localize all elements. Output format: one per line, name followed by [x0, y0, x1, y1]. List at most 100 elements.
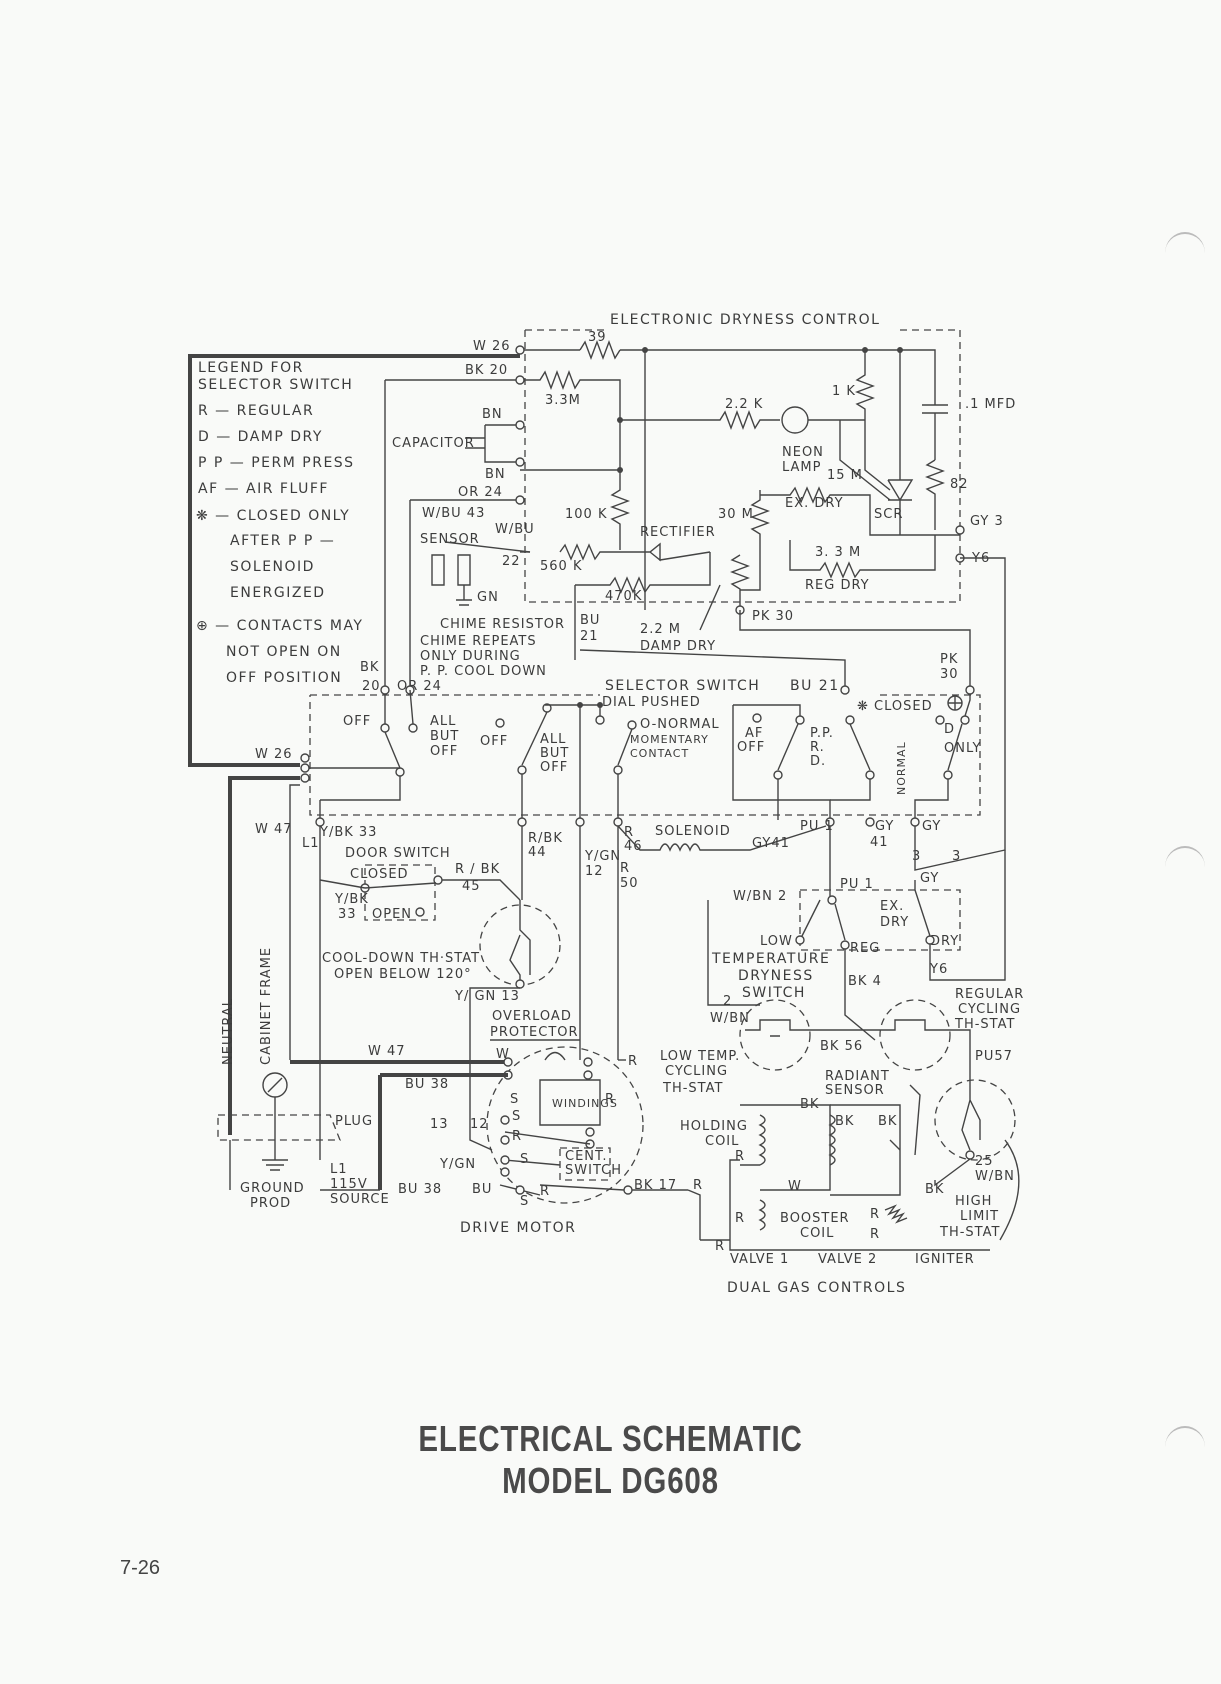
svg-text:CENT.: CENT.: [565, 1149, 608, 1164]
svg-text:CABINET FRAME: CABINET FRAME: [259, 947, 274, 1065]
svg-text:DOOR SWITCH: DOOR SWITCH: [345, 846, 451, 861]
svg-text:R: R: [512, 1129, 522, 1144]
svg-text:30 M: 30 M: [718, 507, 754, 522]
svg-text:OFF POSITION: OFF POSITION: [226, 670, 342, 686]
svg-text:NEON: NEON: [782, 445, 824, 460]
drive-motor: OVERLOAD PROTECTOR W BU 38 13 12 Y/GN R …: [378, 1009, 703, 1240]
windings-label: WINDINGS: [552, 1097, 618, 1110]
svg-text:TEMPERATURE: TEMPERATURE: [711, 951, 830, 967]
svg-text:EX.: EX.: [880, 899, 904, 914]
svg-text:R: R: [693, 1178, 703, 1193]
svg-text:S: S: [512, 1109, 521, 1124]
svg-text:R/BK: R/BK: [528, 831, 563, 846]
svg-text:GY 3: GY 3: [970, 514, 1004, 529]
svg-text:ALL: ALL: [540, 732, 566, 747]
svg-text:Y/BK 33: Y/BK 33: [319, 825, 377, 840]
svg-text:W/BN 2: W/BN 2: [733, 889, 787, 904]
svg-text:GY41: GY41: [752, 836, 790, 851]
svg-text:VALVE 1: VALVE 1: [730, 1252, 789, 1267]
svg-text:R: R: [620, 861, 630, 876]
svg-text:S: S: [520, 1194, 529, 1209]
svg-text:100 K: 100 K: [565, 507, 607, 522]
svg-text:D.: D.: [810, 754, 826, 769]
svg-text:W/BU 43: W/BU 43: [422, 506, 485, 521]
svg-text:PROD: PROD: [250, 1196, 291, 1211]
capacitor-label: CAPACITOR: [392, 436, 475, 451]
svg-text:PU57: PU57: [975, 1049, 1013, 1064]
punch-hole-mark: [1165, 846, 1205, 888]
svg-text:BU 38: BU 38: [405, 1077, 449, 1092]
svg-text:❋ CLOSED: ❋ CLOSED: [857, 699, 933, 714]
svg-text:R.: R.: [810, 740, 825, 755]
punch-hole-mark: [1165, 1426, 1205, 1468]
svg-text:P P — PERM PRESS: P P — PERM PRESS: [198, 455, 355, 471]
svg-text:COIL: COIL: [705, 1134, 739, 1149]
svg-text:DRIVE MOTOR: DRIVE MOTOR: [460, 1220, 576, 1236]
svg-text:ALL: ALL: [430, 714, 456, 729]
svg-text:❋ — CLOSED ONLY: ❋ — CLOSED ONLY: [196, 508, 350, 524]
svg-text:45: 45: [462, 879, 481, 894]
svg-text:R: R: [628, 1054, 638, 1069]
svg-text:BK 17: BK 17: [634, 1178, 677, 1193]
svg-text:SOLENOID: SOLENOID: [230, 559, 315, 575]
svg-text:BK: BK: [878, 1114, 897, 1129]
svg-text:470K: 470K: [605, 589, 642, 604]
svg-text:S: S: [510, 1092, 519, 1107]
legend-heading: LEGEND FOR: [198, 360, 304, 376]
svg-text:1 K: 1 K: [832, 384, 856, 399]
legend-heading-2: SELECTOR SWITCH: [198, 377, 353, 393]
svg-text:TH-STAT: TH-STAT: [662, 1081, 723, 1096]
svg-text:R / BK: R / BK: [455, 862, 500, 877]
svg-text:BK 4: BK 4: [848, 974, 882, 989]
svg-text:DRY: DRY: [880, 915, 909, 930]
svg-text:12: 12: [470, 1117, 489, 1132]
svg-text:TH-STAT: TH-STAT: [939, 1225, 1000, 1240]
svg-text:W 26: W 26: [473, 339, 511, 354]
svg-text:BN: BN: [482, 407, 503, 422]
svg-text:OFF: OFF: [343, 714, 371, 729]
svg-text:PROTECTOR: PROTECTOR: [490, 1025, 579, 1040]
cabinet-frame-ground: NEUTRAL CABINET FRAME W 47 PLUG GROUND P…: [217, 947, 508, 1211]
svg-text:50: 50: [620, 876, 639, 891]
svg-text:BU: BU: [580, 613, 600, 628]
svg-text:HIGH: HIGH: [955, 1194, 992, 1209]
svg-text:OR 24: OR 24: [458, 485, 503, 500]
svg-text:PLUG: PLUG: [335, 1114, 373, 1129]
svg-text:L1: L1: [330, 1162, 348, 1177]
svg-text:39: 39: [588, 330, 607, 345]
svg-text:P.P.: P.P.: [810, 726, 834, 741]
svg-text:GY: GY: [922, 819, 941, 834]
svg-text:ELECTRONIC DRYNESS CONTROL: ELECTRONIC DRYNESS CONTROL: [610, 312, 880, 328]
svg-text:OPEN: OPEN: [372, 907, 412, 922]
svg-text:OVERLOAD: OVERLOAD: [492, 1009, 572, 1024]
svg-text:LIMIT: LIMIT: [960, 1209, 999, 1224]
svg-text:D — DAMP DRY: D — DAMP DRY: [198, 429, 323, 445]
svg-text:DIAL PUSHED: DIAL PUSHED: [602, 695, 701, 710]
svg-text:W 47: W 47: [255, 822, 293, 837]
svg-text:115V: 115V: [330, 1177, 368, 1192]
svg-text:BK: BK: [835, 1114, 854, 1129]
svg-text:560 K: 560 K: [540, 559, 582, 574]
svg-text:DRY: DRY: [930, 934, 959, 949]
svg-text:W 26: W 26: [255, 747, 293, 762]
svg-text:.1 MFD: .1 MFD: [965, 397, 1016, 412]
svg-text:OFF: OFF: [540, 760, 568, 775]
svg-text:D: D: [944, 722, 955, 737]
svg-text:R: R: [540, 1184, 550, 1199]
svg-text:SOURCE: SOURCE: [330, 1192, 390, 1207]
svg-text:O-NORMAL: O-NORMAL: [640, 717, 720, 732]
schematic-title: ELECTRICAL SCHEMATIC: [418, 1418, 803, 1459]
svg-text:SWITCH: SWITCH: [565, 1163, 622, 1178]
svg-text:BU: BU: [472, 1182, 492, 1197]
svg-text:BK: BK: [925, 1182, 944, 1197]
svg-text:W/BN: W/BN: [710, 1011, 750, 1026]
svg-text:OFF: OFF: [480, 734, 508, 749]
svg-text:R: R: [870, 1227, 880, 1242]
svg-text:REG: REG: [850, 941, 880, 956]
svg-text:TH-STAT: TH-STAT: [954, 1017, 1015, 1032]
svg-text:OR 24: OR 24: [397, 679, 442, 694]
svg-text:R: R: [870, 1207, 880, 1222]
svg-text:IGNITER: IGNITER: [915, 1252, 975, 1267]
svg-text:PK: PK: [940, 652, 958, 667]
